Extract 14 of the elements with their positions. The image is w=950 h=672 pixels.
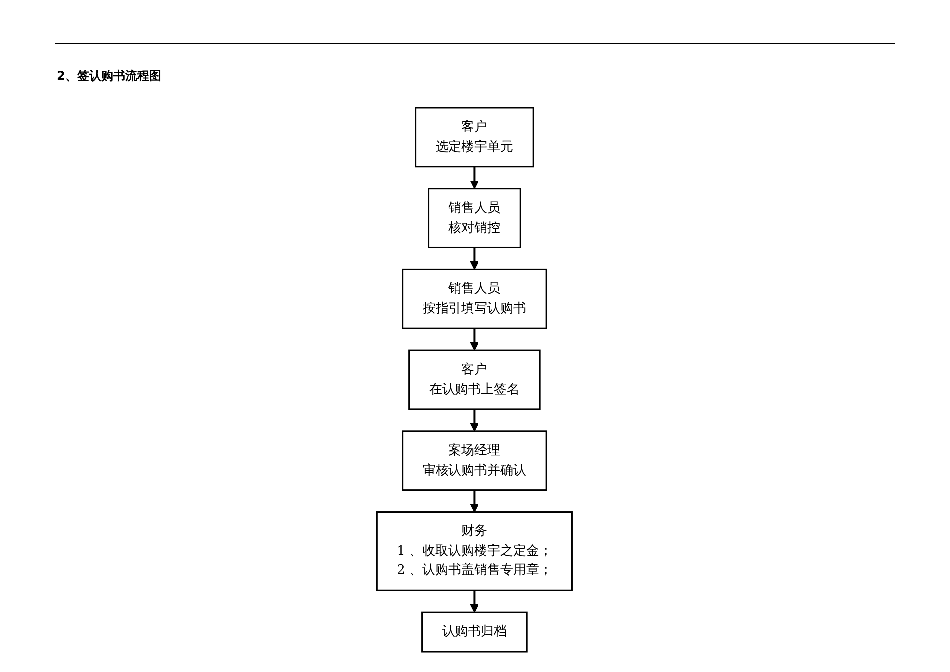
node-box: 认购书归档 — [422, 612, 528, 653]
node-box: 销售人员 按指引填写认购书 — [402, 268, 548, 330]
arrow — [470, 248, 480, 270]
arrow — [470, 328, 480, 351]
node-box: 客户 选定楼宇单元 — [415, 107, 535, 168]
node-box: 客户 在认购书上签名 — [408, 350, 542, 410]
arrow — [470, 490, 480, 513]
node-box: 销售人员 核对销控 — [428, 188, 522, 248]
arrow — [470, 166, 480, 190]
arrow — [470, 409, 480, 432]
node-box: 案场经理 审核认购书并确认 — [402, 430, 548, 492]
node-box: 财务 1 、收取认购楼宇之定金； 2 、认购书盖销售专用章； — [376, 512, 574, 592]
arrow — [470, 590, 480, 613]
section-title: 2、签认购书流程图 — [57, 68, 162, 85]
